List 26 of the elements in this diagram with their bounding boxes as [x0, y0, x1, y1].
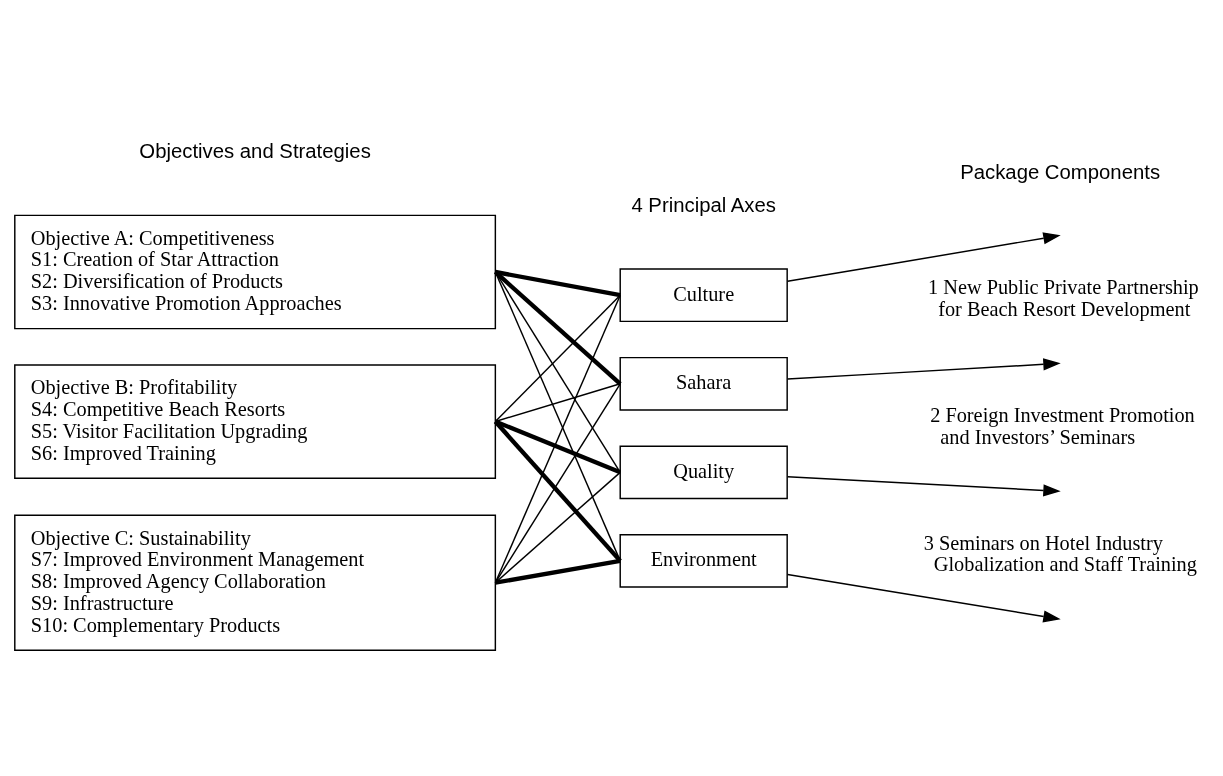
- connector: [493, 269, 622, 385]
- node-box: Objective C: Sustainability S7: Improved Environment Management S8: Improved Agency Collaboration S9: Infrastructure S10: Complementary Products: [14, 513, 497, 651]
- connector: [495, 558, 621, 585]
- connector: [494, 294, 621, 422]
- node-box: Quality: [619, 445, 788, 499]
- connector: [494, 269, 621, 297]
- node-box: Sahara: [619, 356, 788, 411]
- node-box: Environment: [619, 533, 788, 588]
- arrow: [786, 357, 1061, 380]
- node-box: Culture: [619, 267, 788, 322]
- label: 4 Principal Axes: [631, 193, 776, 216]
- label: 2 Foreign Investment Promotion and Investors’ Seminars: [930, 403, 1195, 448]
- connector: [494, 270, 621, 473]
- arrow: [786, 573, 1061, 622]
- connector: [494, 382, 621, 583]
- label: Objectives and Strategies: [139, 139, 371, 162]
- label: 3 Seminars on Hotel Industry Globalization and Staff Training: [923, 531, 1197, 575]
- connector: [493, 419, 622, 562]
- arrow: [786, 231, 1061, 282]
- connector: [494, 471, 621, 583]
- label: Package Components: [960, 160, 1161, 183]
- connector: [494, 419, 622, 474]
- arrow: [786, 475, 1061, 496]
- node-box: Objective B: Profitability S4: Competitive Beach Resorts S5: Visitor Facilitation Upgrading S6: Improved Training: [14, 363, 497, 479]
- label: 1 New Public Private Partnership for Beach Resort Development: [928, 275, 1199, 320]
- node-box: Objective A: Competitiveness S1: Creation of Star Attraction S2: Diversification of Products S3: Innovative Promotion Approaches: [14, 214, 497, 329]
